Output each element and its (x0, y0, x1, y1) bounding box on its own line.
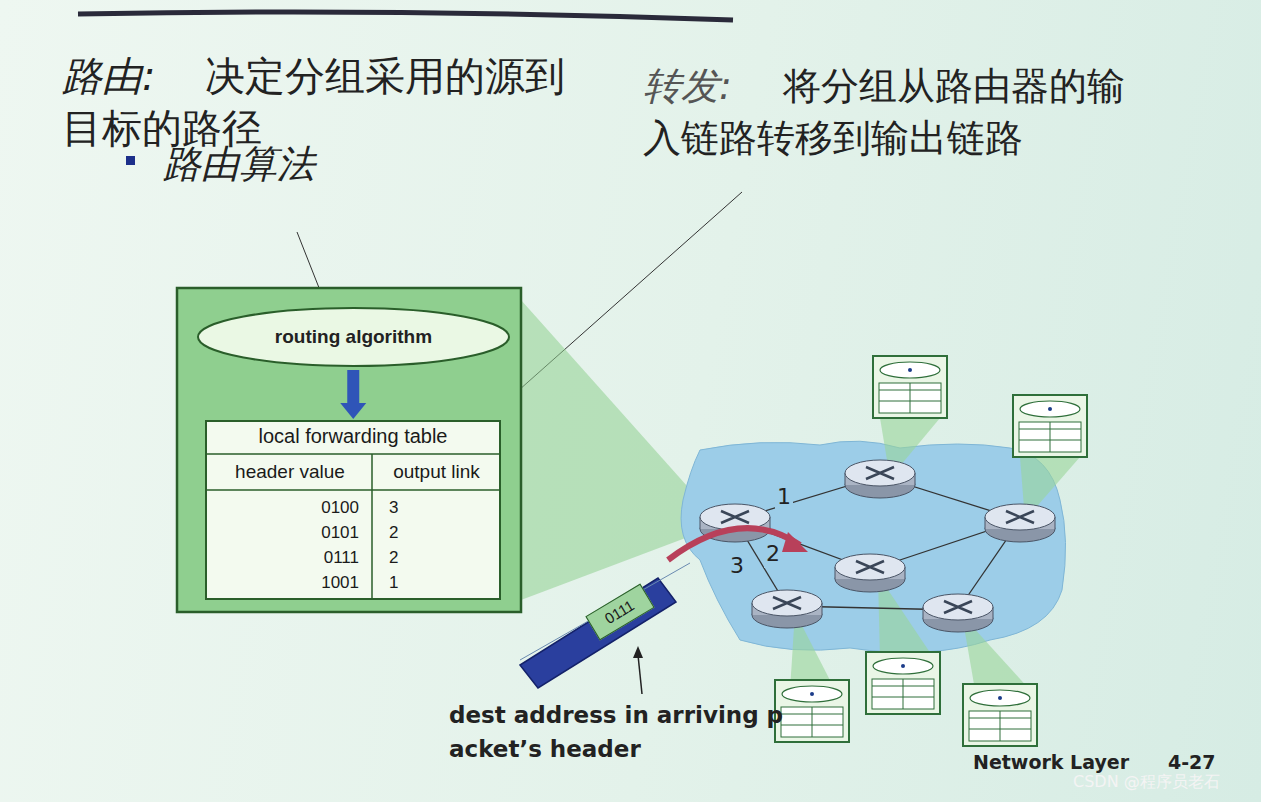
top-rule (78, 12, 733, 20)
routing-algorithm-ellipse: routing algorithm (196, 306, 511, 368)
table-cell: 0111 (207, 548, 359, 568)
table-cell: 1 (389, 573, 449, 593)
forwarding-table: local forwarding table header valueoutput… (205, 420, 501, 600)
router-table-fans (790, 418, 1080, 690)
table-cell: 0101 (207, 523, 359, 543)
heading-definition: 决定分组采用的源到目标的路径 (62, 50, 597, 154)
router-tables (775, 356, 1087, 746)
zoom-fan (521, 300, 712, 600)
chapter-label: Network Layer (973, 750, 1129, 774)
forwarding-arrowhead (782, 532, 808, 552)
table-cell: 1001 (207, 573, 359, 593)
page-number: 4-27 (1168, 750, 1216, 774)
packet-body (520, 578, 676, 688)
table-cell: 2 (389, 523, 449, 543)
table-title: local forwarding table (207, 425, 499, 448)
link-number: 1 (775, 483, 793, 511)
watermark: CSDN @程序员老石 (1073, 772, 1220, 792)
flow-arrow (340, 370, 366, 419)
heading-term: 转发: (643, 60, 732, 112)
packet-caption: dest address in arriving packet’s header (449, 698, 789, 766)
router-box (177, 288, 521, 612)
table-cell: 3 (389, 498, 449, 518)
packet-trail (520, 563, 690, 660)
table-cell: 0100 (207, 498, 359, 518)
bullet (126, 156, 135, 165)
heading-term: 路由: (62, 50, 155, 102)
pointer-head (633, 646, 643, 658)
routers (700, 460, 1055, 632)
bullet-item: 路由算法 (163, 138, 315, 190)
link-number: 2 (764, 540, 782, 568)
link-number: 3 (728, 552, 746, 580)
node-label: routing algorithm (196, 306, 511, 368)
heading-definition: 将分组从路由器的输入链路转移到输出链路 (643, 60, 1148, 164)
network-cloud (681, 441, 1065, 652)
table-cell: 2 (389, 548, 449, 568)
column-header: output link (374, 461, 499, 483)
column-header: header value (209, 461, 371, 483)
pointer-line (638, 655, 642, 694)
